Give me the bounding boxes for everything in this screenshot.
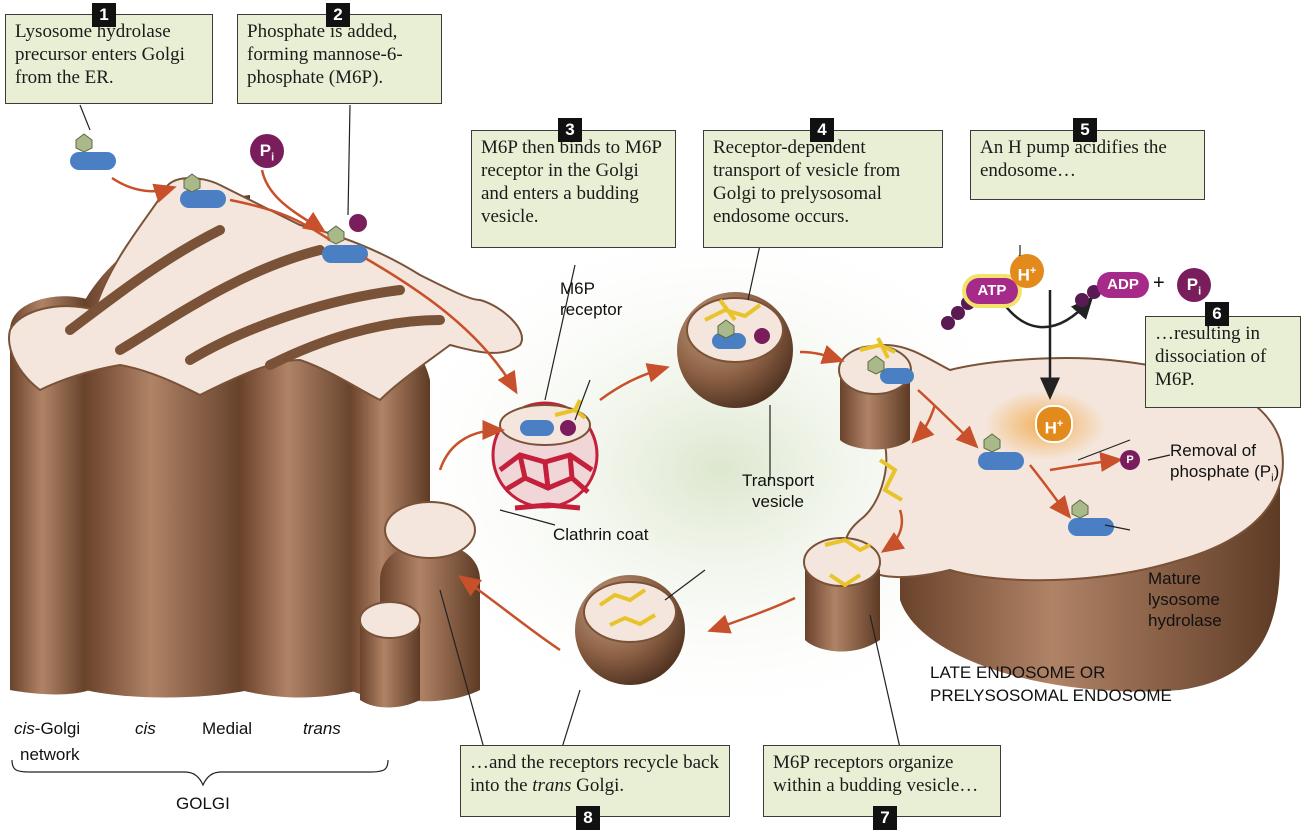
step-8-text-post: Golgi. (571, 775, 625, 796)
pi-sub: i (271, 151, 275, 164)
pi-sub-2: i (1198, 285, 1202, 298)
removal-text: Removal of phosphate (P (1170, 441, 1272, 481)
m6p-receptor-label: M6P receptor (560, 279, 623, 319)
step-number-8: 8 (576, 806, 600, 830)
cis-label: cis (135, 719, 156, 738)
free-phosphate: P (1120, 450, 1140, 470)
pi-main-2: P (1186, 275, 1199, 294)
callout-step-8: …and the receptors recycle back into the… (460, 745, 730, 817)
step-2-text: Phosphate is added, forming mannose-6-ph… (247, 21, 403, 88)
step-8-text-italic: trans (532, 775, 572, 796)
step-number-1: 1 (92, 3, 116, 27)
transport-vesicle-label: Transport vesicle (741, 471, 815, 511)
removal-sub: i (1271, 472, 1274, 485)
cis-golgi-italic: cis (14, 719, 35, 738)
step-8-text-pre: …and the receptors recycle back into the (470, 752, 719, 796)
h-main-2: H (1044, 418, 1057, 438)
step-number-2: 2 (326, 3, 350, 27)
pi-molecule-2: Pi (1177, 268, 1211, 302)
adp-molecule: ADP (1097, 272, 1149, 298)
clathrin-coat-label: Clathrin coat (553, 525, 649, 544)
callout-step-6: …resulting in dissociation of M6P. (1145, 316, 1301, 408)
transport-vesicle-bottom (575, 575, 685, 685)
hydrolase-precursor (70, 133, 368, 263)
h-sup-2: + (1056, 418, 1064, 430)
h-ion-1: H+ (1010, 254, 1044, 288)
step-1-text: Lysosome hydrolase precursor enters Golg… (15, 21, 185, 88)
trans-label: trans (303, 719, 341, 738)
medial-label: Medial (202, 719, 253, 738)
h-ion-2: H+ (1035, 405, 1073, 443)
cis-golgi-label: cis-Golgi (14, 718, 80, 739)
step-number-4: 4 (810, 118, 834, 142)
pi-molecule-1: Pi (250, 134, 284, 168)
atp-label: ATP (977, 282, 1007, 299)
step-3-text: M6P then binds to M6P receptor in the Go… (481, 137, 662, 227)
transport-vesicle-top (677, 292, 793, 408)
removal-phosphate-label: Removal of phosphate (Pi) (1170, 440, 1300, 489)
golgi-bracket (11, 759, 389, 787)
step-number-6: 6 (1205, 302, 1229, 326)
cis-golgi-rest: -Golgi (34, 719, 81, 738)
h-sup: + (1029, 265, 1037, 277)
golgi-label: GOLGI (176, 794, 230, 813)
atp-molecule: ATP (966, 278, 1018, 304)
step-6-text: …resulting in dissociation of M6P. (1155, 323, 1267, 390)
golgi-stack (8, 177, 523, 708)
h-main: H (1017, 265, 1030, 285)
pathway-arrows (111, 169, 1123, 652)
background-glow (380, 210, 1060, 730)
mature-hydrolase-label: Mature lysosome hydrolase (1148, 569, 1222, 630)
pi-main: P (259, 141, 272, 160)
step-number-5: 5 (1073, 118, 1097, 142)
late-endosome-label-1: LATE ENDOSOME OR (930, 663, 1106, 682)
adp-label: ADP (1107, 276, 1139, 293)
callout-step-1: Lysosome hydrolase precursor enters Golg… (5, 14, 213, 104)
step-number-7: 7 (873, 806, 897, 830)
golgi-cisterna-1 (10, 296, 90, 695)
step-5-text: An H pump acidifies the endosome… (980, 137, 1167, 181)
step-4-text: Receptor-dependent transport of vesicle … (713, 137, 901, 227)
step-number-3: 3 (558, 118, 582, 142)
plus-sign: + (1153, 272, 1165, 294)
removal-close: ) (1273, 462, 1280, 481)
callout-step-3: M6P then binds to M6P receptor in the Go… (471, 130, 676, 248)
step-7-text: M6P receptors organize within a budding … (773, 752, 979, 796)
late-endosome-label-2: PRELYSOSOMAL ENDOSOME (930, 686, 1172, 705)
network-label: network (20, 745, 80, 764)
p-label: P (1126, 454, 1134, 466)
clathrin-vesicle (491, 399, 599, 511)
callout-step-2: Phosphate is added, forming mannose-6-ph… (237, 14, 442, 104)
callout-step-4: Receptor-dependent transport of vesicle … (703, 130, 943, 248)
